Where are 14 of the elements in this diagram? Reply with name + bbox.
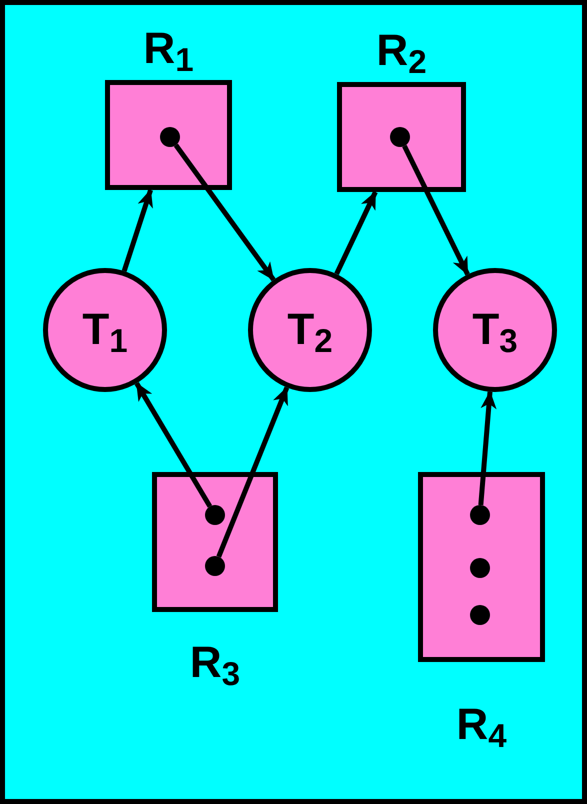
arrow [216, 386, 290, 558]
resource-label: R$_{3}$ [190, 641, 240, 685]
arrow [122, 189, 153, 272]
arrow [402, 144, 470, 276]
process-label: T$_{3}$ [472, 308, 518, 352]
arrow [174, 144, 276, 282]
process-label: T$_{1}$ [82, 308, 128, 352]
resource-label: R$_{4}$ [456, 703, 507, 747]
arrow [478, 390, 497, 506]
arrow [134, 382, 212, 508]
arrow [334, 190, 378, 276]
resource-label: R$_{2}$ [376, 29, 427, 73]
resource-label: R$_{1}$ [143, 27, 194, 71]
process-label: T$_{2}$ [287, 308, 333, 352]
